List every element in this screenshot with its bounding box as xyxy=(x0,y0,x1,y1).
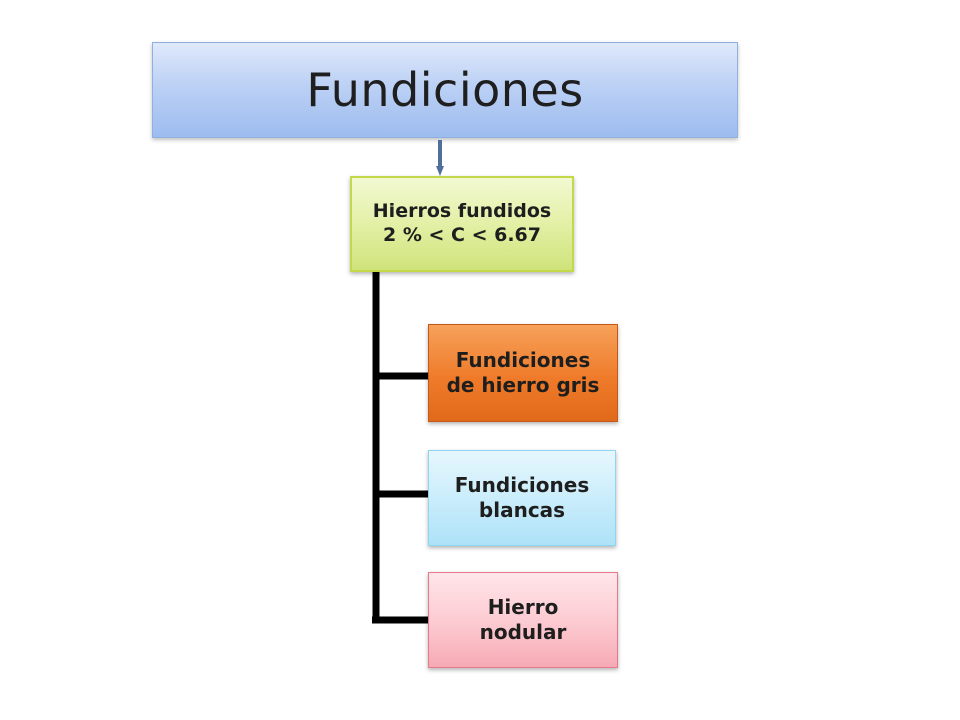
child-node-nodular-line2: nodular xyxy=(479,620,567,644)
child-node-nodular-line1: Hierro xyxy=(487,595,559,619)
root-node-hierros-fundidos: Hierros fundidos 2 % < C < 6.67 xyxy=(350,176,574,272)
child-node-hierro-gris: Fundiciones de hierro gris xyxy=(428,324,618,422)
child-node-blancas: Fundiciones blancas xyxy=(428,450,616,546)
down-arrow-icon xyxy=(436,140,444,176)
child-node-blancas-line1: Fundiciones xyxy=(454,473,590,497)
child-node-nodular: Hierro nodular xyxy=(428,572,618,668)
page-title: Fundiciones xyxy=(306,63,584,117)
child-node-gris-line2: de hierro gris xyxy=(446,373,600,397)
child-node-blancas-line2: blancas xyxy=(478,498,566,522)
root-node-line1: Hierros fundidos xyxy=(372,200,552,223)
child-node-gris-line1: Fundiciones xyxy=(455,348,591,372)
root-node-line2: 2 % < C < 6.67 xyxy=(383,224,541,246)
title-box: Fundiciones xyxy=(152,42,738,138)
